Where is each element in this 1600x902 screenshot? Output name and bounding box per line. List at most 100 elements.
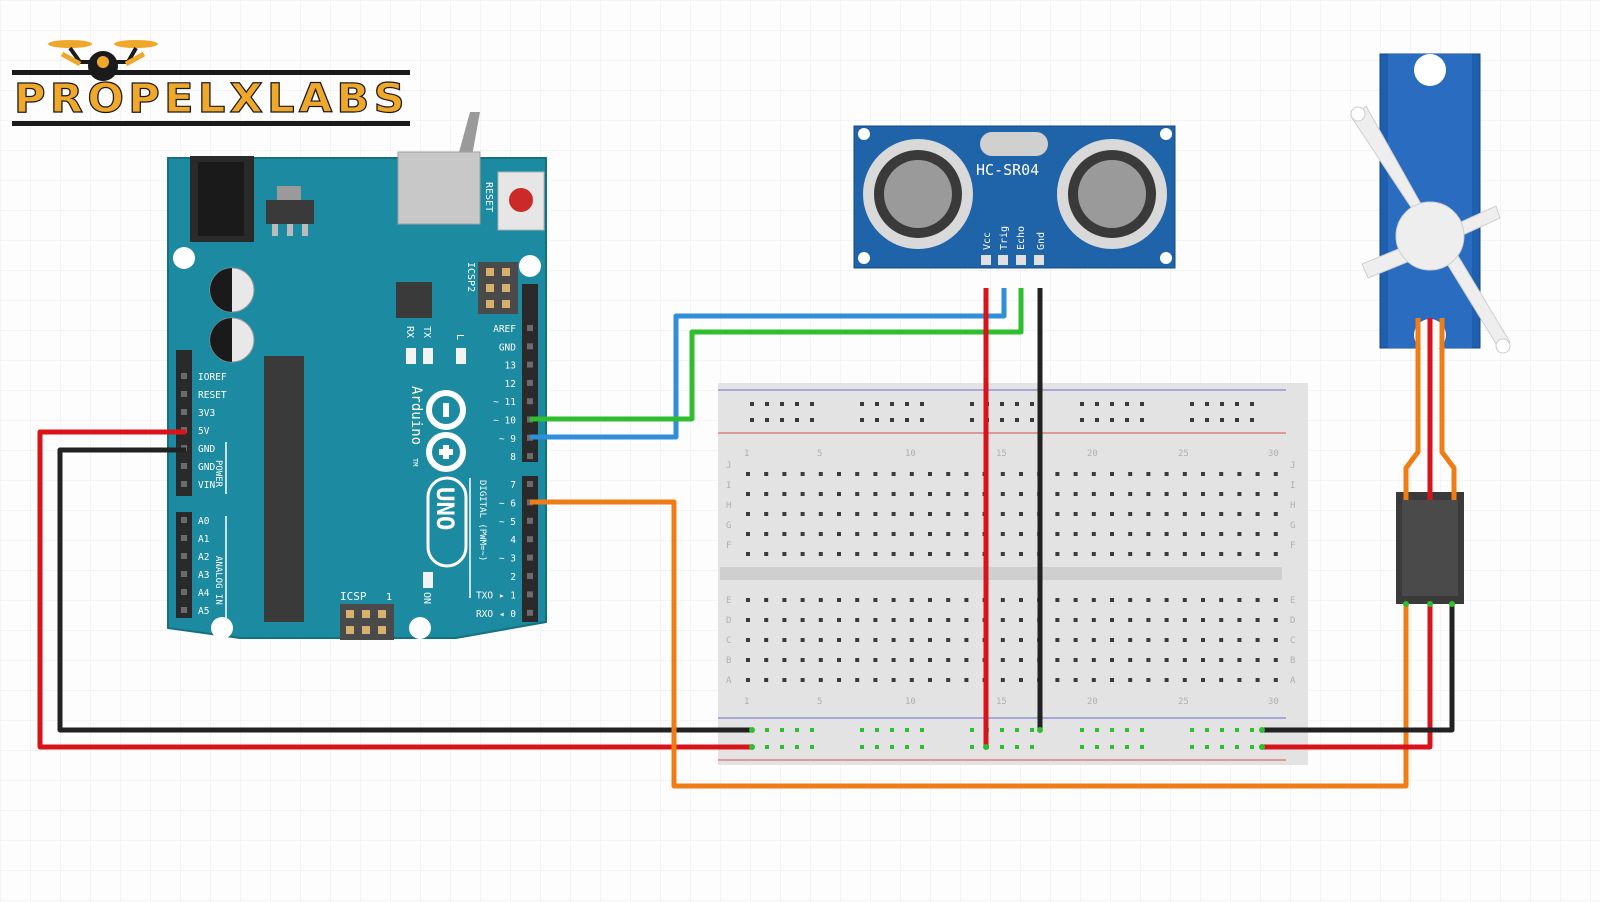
logo-text: PROPELXLABS xyxy=(14,76,409,122)
breadboard-hole xyxy=(1255,552,1260,556)
breadboard-hole xyxy=(964,618,969,622)
column-number: 25 xyxy=(1178,449,1189,459)
breadboard-hole xyxy=(837,532,841,536)
breadboard-hole xyxy=(1055,678,1060,682)
pin-label-trig: Trig xyxy=(999,226,1010,250)
breadboard-hole xyxy=(909,678,914,682)
breadboard-hole xyxy=(1237,552,1242,556)
header-pin xyxy=(181,391,187,397)
wire-servo-vcc xyxy=(1262,604,1433,750)
breadboard-hole xyxy=(765,745,769,749)
breadboard-hole xyxy=(782,658,787,662)
breadboard-hole xyxy=(1019,492,1023,496)
breadboard-hole xyxy=(1182,492,1187,496)
breadboard-hole xyxy=(837,638,841,642)
reset-button[interactable] xyxy=(497,171,545,231)
breadboard-hole xyxy=(1019,598,1023,602)
breadboard-hole xyxy=(928,678,932,682)
breadboard-hole xyxy=(1110,418,1114,422)
breadboard-hole xyxy=(873,532,878,536)
breadboard-hole xyxy=(810,418,814,422)
breadboard-hole xyxy=(1140,402,1144,406)
breadboard-hole xyxy=(964,678,969,682)
breadboard-hole xyxy=(1091,512,1096,516)
breadboard-hole xyxy=(1255,658,1260,662)
breadboard-hole xyxy=(1110,658,1114,662)
connection-dot xyxy=(1403,601,1409,607)
breadboard-hole xyxy=(970,418,974,422)
capacitor xyxy=(209,317,255,363)
breadboard-hole xyxy=(746,678,750,682)
breadboard-hole xyxy=(860,418,864,422)
sensor-pin xyxy=(1034,255,1044,265)
breadboard-hole xyxy=(1128,492,1133,496)
breadboard-hole xyxy=(855,512,860,516)
breadboard-row-letters: J I H G F E D C B A J I H G F E D C B A xyxy=(726,461,1296,686)
breadboard-hole xyxy=(1201,658,1205,662)
pin-label-echo: Echo xyxy=(1016,226,1027,250)
column-number: 1 xyxy=(744,697,749,707)
breadboard-hole xyxy=(1055,598,1060,602)
digital-label: DIGITAL (PWM=~) xyxy=(477,480,487,561)
breadboard-hole xyxy=(1273,618,1278,622)
breadboard-hole xyxy=(1164,598,1169,602)
connection-dot xyxy=(983,744,989,750)
breadboard-hole xyxy=(1250,745,1254,749)
icsp-pin1-label: 1 xyxy=(386,592,392,603)
header-pin xyxy=(181,589,187,595)
breadboard-hole xyxy=(818,532,823,536)
icsp2-header xyxy=(478,262,518,314)
breadboard-hole xyxy=(1015,418,1019,422)
breadboard-hole xyxy=(1273,472,1278,476)
arduino-infinity-icon xyxy=(426,390,466,472)
breadboard-hole xyxy=(1110,745,1114,749)
header-pin xyxy=(181,481,187,487)
breadboard-hole xyxy=(875,745,879,749)
breadboard-hole xyxy=(1164,552,1169,556)
breadboard-hole xyxy=(1128,512,1133,516)
breadboard-hole xyxy=(795,402,799,406)
breadboard-hole xyxy=(1182,618,1187,622)
breadboard-hole xyxy=(1055,472,1060,476)
header-pin xyxy=(527,591,533,598)
breadboard-hole xyxy=(1219,492,1224,496)
breadboard-hole xyxy=(780,745,784,749)
breadboard-hole xyxy=(810,728,814,732)
breadboard-hole xyxy=(1110,638,1114,642)
breadboard-hole xyxy=(875,418,879,422)
on-led xyxy=(423,572,433,588)
voltage-regulator xyxy=(266,186,314,236)
breadboard-hole xyxy=(1201,552,1205,556)
breadboard-hole xyxy=(818,598,823,602)
breadboard-hole xyxy=(1237,658,1242,662)
breadboard-hole xyxy=(765,402,769,406)
breadboard-hole xyxy=(764,658,769,662)
row-letter: G xyxy=(726,521,731,531)
breadboard-hole xyxy=(946,598,951,602)
mounting-hole xyxy=(1160,252,1172,264)
breadboard-hole xyxy=(890,745,894,749)
column-number: 5 xyxy=(817,449,822,459)
trademark-label: TM xyxy=(411,458,419,466)
breadboard-hole xyxy=(905,745,909,749)
pin-label: ~ 5 xyxy=(499,517,516,528)
header-pin xyxy=(527,573,533,579)
breadboard-hole xyxy=(1091,678,1096,682)
pin-label: ~ 11 xyxy=(493,397,516,408)
breadboard-hole xyxy=(1237,678,1242,682)
pin-label: GND xyxy=(198,462,215,473)
breadboard-hole xyxy=(1015,728,1019,732)
ultrasonic-receiver xyxy=(1057,139,1167,249)
breadboard-hole xyxy=(1164,658,1169,662)
breadboard-hole xyxy=(1182,678,1187,682)
breadboard-hole xyxy=(1190,728,1194,732)
breadboard-hole xyxy=(764,618,769,622)
header-pin xyxy=(181,463,187,469)
breadboard-hole xyxy=(873,658,878,662)
header-pin xyxy=(181,607,187,613)
breadboard-hole xyxy=(782,512,787,516)
rx-led xyxy=(406,348,416,364)
breadboard-hole xyxy=(1237,638,1242,642)
breadboard-hole xyxy=(837,598,841,602)
